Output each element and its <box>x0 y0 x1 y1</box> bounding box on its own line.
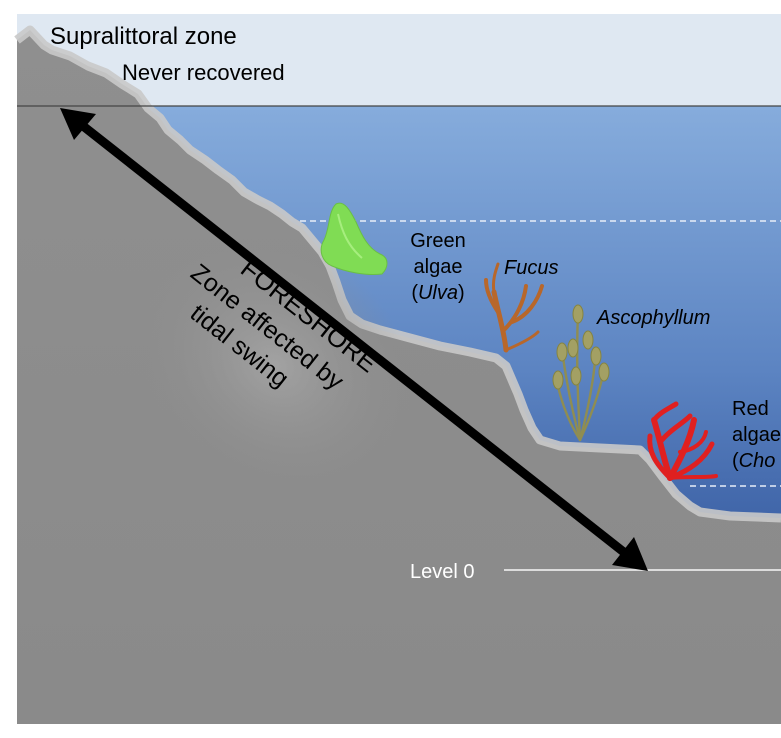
supralittoral-zone-title: Supralittoral zone <box>50 23 237 50</box>
fucus-label: Fucus <box>504 257 558 279</box>
supralittoral-zone-subtitle: Never recovered <box>122 60 285 85</box>
red-algae-label-line2: algae <box>732 424 781 446</box>
red-algae-label-line1: Red <box>732 398 769 420</box>
green-algae-label-line3: (Ulva) <box>411 282 464 304</box>
green-algae-paren-close: ) <box>458 282 465 304</box>
ascophyllum-label: Ascophyllum <box>596 307 710 329</box>
red-algae-species: Cho <box>739 450 776 472</box>
green-algae-label-line1: Green <box>410 230 466 252</box>
level-0-label: Level 0 <box>410 561 475 583</box>
green-algae-label-line2: algae <box>414 256 463 278</box>
green-algae-species: Ulva <box>418 282 458 304</box>
red-algae-label-line3: (Cho <box>732 450 775 472</box>
